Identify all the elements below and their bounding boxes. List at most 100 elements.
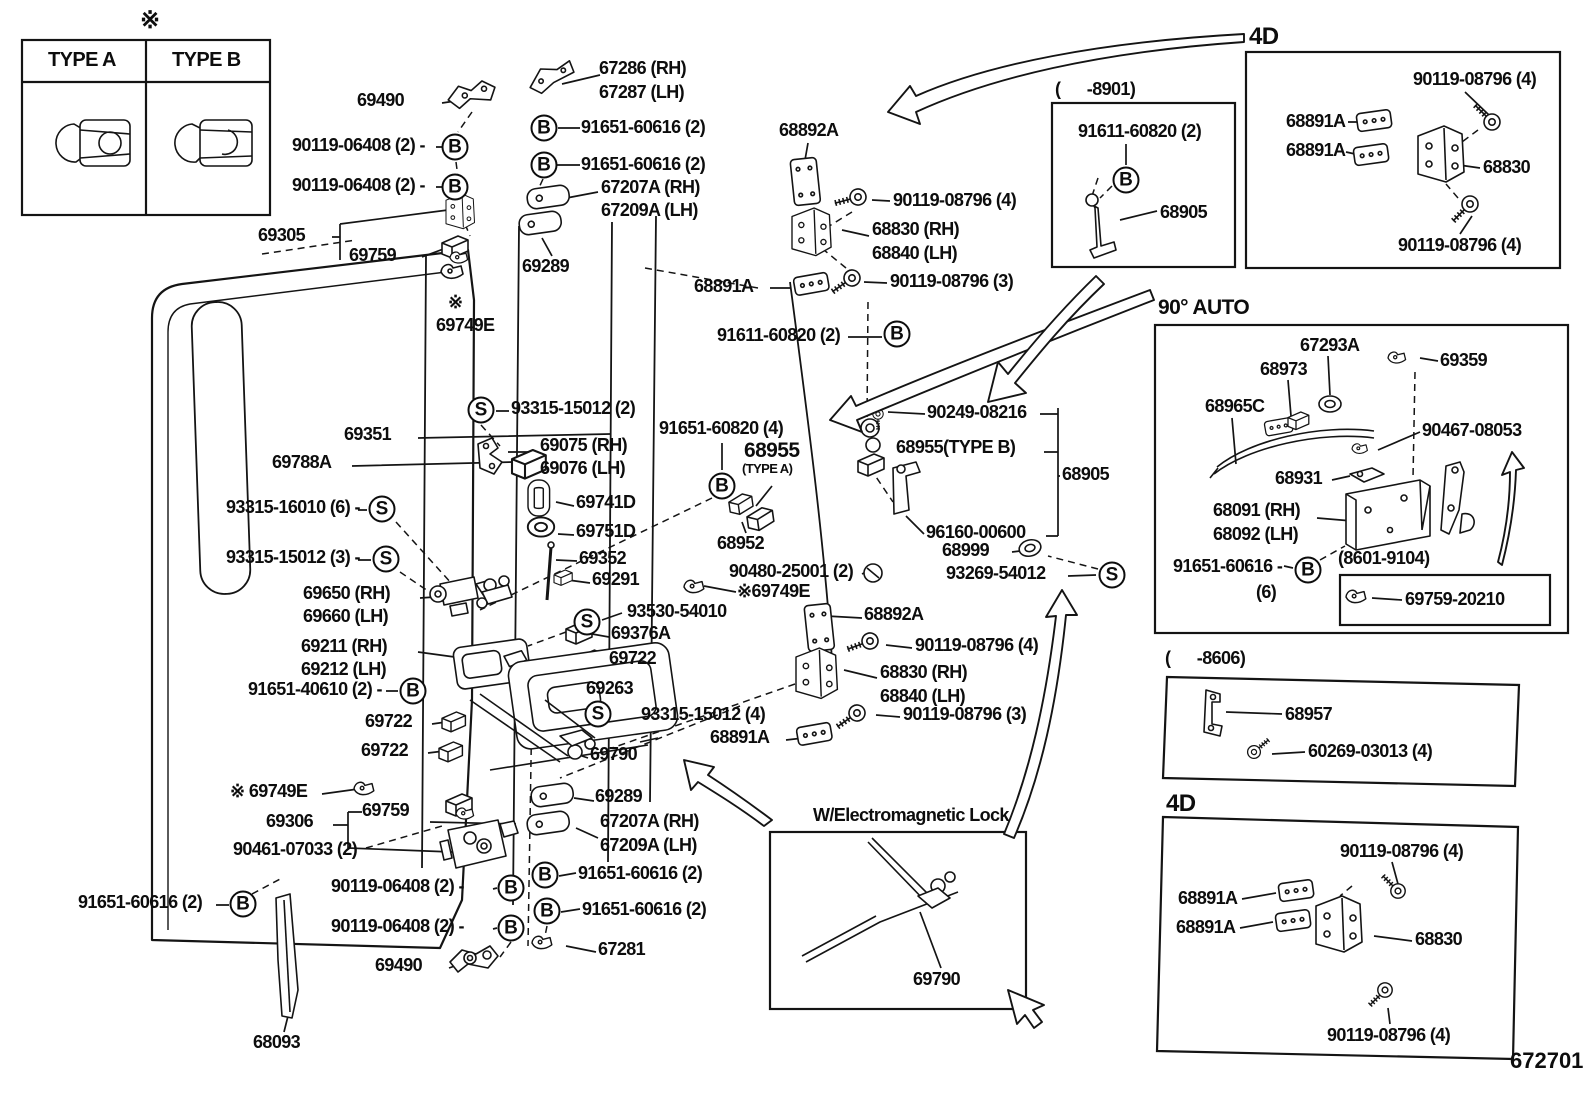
direction-arrows [683, 33, 1525, 1029]
box-8606 [1161, 675, 1521, 788]
part-label: 68955(TYPE B) [896, 437, 1016, 457]
type-b-clip-art [174, 119, 253, 167]
part-label: 68965C [1205, 396, 1265, 416]
part-label: 68905 [1062, 464, 1110, 484]
type-a-header: TYPE A [48, 49, 117, 71]
part-label: 90480-25001 (2) [729, 561, 854, 581]
page-number: 672701 [1510, 1048, 1584, 1073]
callout-b-circle: B [497, 914, 525, 942]
callout-b-circle: B [530, 151, 558, 179]
part-label: 67293A [1300, 335, 1360, 355]
callout-s-circle: S [467, 396, 495, 424]
part-label: 93315-15012 (3) - [226, 547, 361, 567]
part-label: 69490 [375, 955, 423, 975]
part-label: 69211 (RH) [301, 636, 388, 656]
part-label: 91651-60616 (2) [78, 892, 203, 912]
part-label: 90249-08216 [927, 402, 1027, 422]
part-label: 60269-03013 (4) [1308, 741, 1433, 761]
part-label: 67286 (RH) [599, 58, 687, 78]
part-label: 67287 (LH) [599, 82, 685, 102]
part-label: 69490 [357, 90, 405, 110]
part-label: 68955 [744, 439, 800, 462]
em-lock-title: W/Electromagnetic Lock [813, 805, 1009, 825]
box-title-8901: ( -8901) [1055, 79, 1136, 99]
part-label: 68840 (LH) [880, 686, 966, 706]
door-panel-outline [150, 248, 476, 950]
callout-b-circle: B [883, 320, 911, 348]
part-label: 69212 (LH) [301, 659, 387, 679]
part-label: 93530-54010 [627, 601, 727, 621]
box-4d-bottom [1155, 815, 1520, 1061]
box-title-4d-top: 4D [1249, 23, 1279, 50]
part-label: 91651-60616 (2) [578, 863, 703, 883]
part-label: 90119-08796 (3) [903, 704, 1027, 724]
part-label: 91651-60616 (2) [581, 154, 706, 174]
part-label: 93315-16010 (6) - [226, 497, 361, 517]
part-label: 90119-08796 (4) [1327, 1025, 1451, 1045]
part-label: 93315-15012 (2) [511, 398, 636, 418]
part-label: 69306 [266, 811, 314, 831]
callout-b-circle: B [1294, 556, 1322, 584]
part-label: 68891A [694, 276, 754, 296]
callout-b-circle: B [533, 897, 561, 925]
part-label: 69359 [1440, 350, 1488, 370]
part-label: 69759 [362, 800, 410, 820]
box-4d-top [1244, 50, 1562, 270]
part-label: 69788A [272, 452, 332, 472]
box-title-8601-9104: (8601-9104) [1338, 548, 1430, 568]
part-label: 90119-06408 (2) - [292, 175, 426, 195]
part-label: 67209A (LH) [601, 200, 698, 220]
part-label: 68830 (RH) [880, 662, 968, 682]
part-label: 68891A [1178, 888, 1238, 908]
part-label: 90119-08796 (4) [893, 190, 1017, 210]
part-label: (TYPE A) [742, 461, 793, 476]
part-label: 67281 [598, 939, 646, 959]
part-label: 93269-54012 [946, 563, 1046, 583]
part-label: 90119-08796 (4) [1340, 841, 1464, 861]
callout-b-circle: B [530, 114, 558, 142]
part-label: 91651-60820 (4) [659, 418, 784, 438]
part-label: 69650 (RH) [303, 583, 391, 603]
part-label: 69291 [592, 569, 640, 589]
part-label: 68830 (RH) [872, 219, 960, 239]
part-label: 69722 [609, 648, 657, 668]
callout-b-circle: B [441, 173, 469, 201]
box-title-8606: ( -8606) [1165, 648, 1246, 668]
lock-ecu-art [1345, 479, 1431, 551]
part-label: 68892A [779, 120, 839, 140]
part-label: 91611-60820 (2) [717, 325, 841, 345]
part-label: 69376A [611, 623, 671, 643]
part-label: 91651-60616 (2) [582, 899, 707, 919]
arrow-to-4d-top [887, 33, 1245, 125]
part-label: 68093 [253, 1032, 301, 1052]
callout-s-circle: S [584, 700, 612, 728]
part-label: 91651-60616 - [1173, 556, 1283, 576]
part-label: 68830 [1483, 157, 1531, 177]
callout-b-circle: B [708, 472, 736, 500]
part-label: 69289 [595, 786, 643, 806]
vent-window-slot [190, 301, 252, 595]
arrow-long-left [829, 289, 1155, 433]
callout-b-circle: B [399, 677, 427, 705]
arrow-em-up [1003, 589, 1078, 839]
callout-b-circle: B [1112, 166, 1140, 194]
part-label: 68952 [717, 533, 765, 553]
weatherstrip-art [275, 893, 299, 1019]
part-label: 67207A (RH) [601, 177, 700, 197]
part-label: ※69749E [737, 581, 811, 601]
box-8601-9104 [1338, 573, 1552, 627]
box-8901 [1050, 101, 1237, 269]
arrow-auto-up [1497, 451, 1525, 566]
callout-b-circle: B [441, 133, 469, 161]
part-label: 69305 [258, 225, 306, 245]
part-label: 69352 [579, 548, 627, 568]
part-label: 68840 (LH) [872, 243, 958, 263]
part-label: 67207A (RH) [600, 811, 699, 831]
part-label: 90119-06408 (2) - [292, 135, 426, 155]
part-label: 69351 [344, 424, 392, 444]
part-label: 69722 [365, 711, 413, 731]
part-label: 68830 [1415, 929, 1463, 949]
type-a-clip-art [55, 119, 131, 167]
